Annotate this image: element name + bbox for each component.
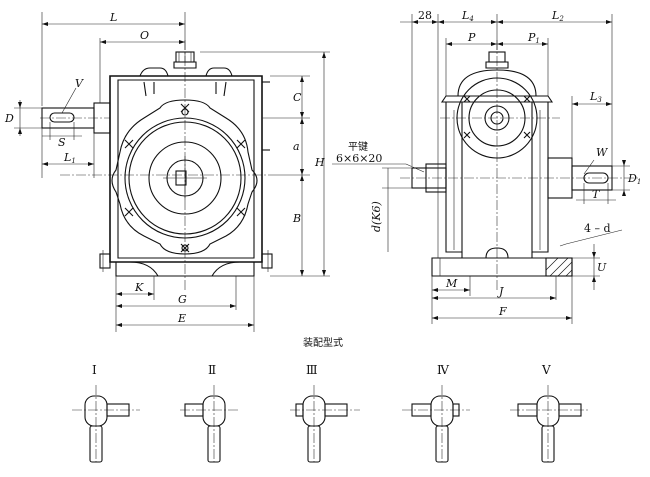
assembly-type-1: Ⅰ xyxy=(72,363,140,463)
svg-text:U: U xyxy=(597,261,607,274)
dim-side-holes: 4 – d xyxy=(559,222,623,247)
svg-text:4 – d: 4 – d xyxy=(584,222,611,235)
svg-text:D1: D1 xyxy=(627,172,641,186)
svg-text:Ⅳ: Ⅳ xyxy=(437,363,450,377)
assembly-title: 装配型式 xyxy=(303,336,343,349)
dim-side-D1: D1 xyxy=(612,160,641,196)
assembly-type-4: Ⅳ xyxy=(402,363,470,463)
svg-text:H: H xyxy=(314,156,325,169)
front-view: L O D V S xyxy=(4,11,330,332)
svg-text:E: E xyxy=(177,312,186,325)
output-flange xyxy=(111,99,258,255)
vent-plug xyxy=(173,51,197,69)
dim-side-U: U xyxy=(572,244,607,290)
svg-text:Ⅴ: Ⅴ xyxy=(541,363,551,377)
dim-L: L xyxy=(41,11,186,106)
dim-side-bore: d(K6) xyxy=(370,167,412,252)
svg-text:B: B xyxy=(292,212,301,225)
svg-text:K: K xyxy=(134,281,144,294)
dim-side-P: P P1 xyxy=(445,31,549,96)
dim-right-vertical: C a B H xyxy=(200,51,330,277)
dim-O: O xyxy=(99,29,185,103)
dim-D: D xyxy=(4,100,42,136)
key-callout: 平键 6×6×20 xyxy=(332,140,425,173)
dim-S: S xyxy=(42,122,82,149)
dim-side-bottom: M J F xyxy=(431,276,573,324)
dim-bottom: K G E xyxy=(115,276,255,332)
svg-text:L4: L4 xyxy=(461,9,474,23)
svg-text:6×6×20: 6×6×20 xyxy=(336,152,382,165)
svg-text:d(K6): d(K6) xyxy=(370,201,383,232)
svg-text:L1: L1 xyxy=(63,151,76,165)
svg-text:L2: L2 xyxy=(551,9,564,23)
svg-text:W: W xyxy=(596,146,609,159)
svg-text:O: O xyxy=(140,29,149,42)
svg-text:G: G xyxy=(178,293,187,306)
dim-side-top: 28 L4 L2 xyxy=(400,9,613,258)
svg-text:Ⅲ: Ⅲ xyxy=(306,363,318,377)
dim-side-L3: L3 xyxy=(571,90,612,158)
svg-text:T: T xyxy=(592,188,601,201)
svg-text:a: a xyxy=(293,140,300,153)
svg-text:V: V xyxy=(75,77,84,90)
dim-V: V xyxy=(61,77,84,114)
svg-text:L3: L3 xyxy=(589,90,602,104)
dim-L1: L1 xyxy=(41,128,95,178)
svg-text:J: J xyxy=(497,285,504,298)
assembly-type-2: Ⅱ xyxy=(180,363,240,463)
front-base xyxy=(99,81,273,277)
svg-text:S: S xyxy=(58,136,66,149)
assembly-section: 装配型式 Ⅰ Ⅱ Ⅲ xyxy=(72,336,590,463)
foot-section-hatch xyxy=(545,257,573,277)
dim-side-T: T xyxy=(576,183,616,204)
assembly-type-5: Ⅴ xyxy=(510,363,590,463)
svg-text:Ⅱ: Ⅱ xyxy=(208,363,216,377)
svg-text:P1: P1 xyxy=(527,31,540,45)
dim-side-W: W xyxy=(583,146,609,175)
svg-text:M: M xyxy=(445,277,458,290)
svg-text:P: P xyxy=(467,31,476,44)
svg-text:28: 28 xyxy=(418,9,432,22)
svg-text:F: F xyxy=(498,305,507,318)
svg-text:L: L xyxy=(109,11,117,24)
input-shaft xyxy=(41,102,111,134)
svg-text:平键: 平键 xyxy=(348,140,368,153)
svg-text:Ⅰ: Ⅰ xyxy=(92,363,97,377)
assembly-type-3: Ⅲ xyxy=(290,363,360,463)
svg-text:C: C xyxy=(293,91,302,104)
svg-text:D: D xyxy=(4,112,14,125)
side-view: 28 L4 L2 P P1 L3 平键 6×6×20 xyxy=(332,9,641,324)
